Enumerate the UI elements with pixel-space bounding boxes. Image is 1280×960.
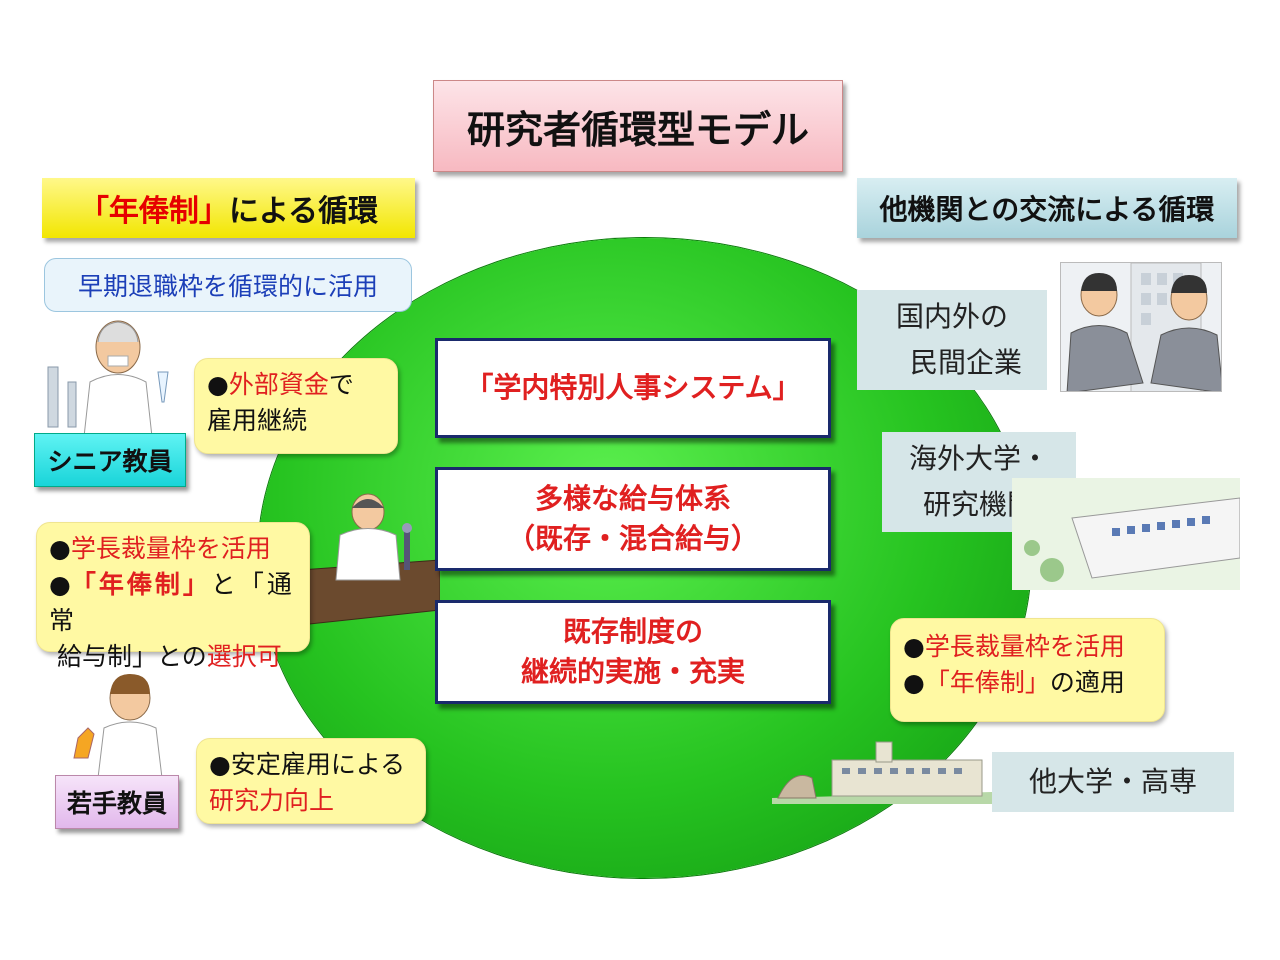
middle-selectable: 選択可 xyxy=(206,642,282,671)
diverse-salary-line1: 多様な給与体系 xyxy=(534,482,731,515)
right-callout-line1: ●学長裁量枠を活用 xyxy=(903,629,1152,665)
overseas-line1: 海外大学・ xyxy=(908,442,1049,475)
overseas-campus-illustration xyxy=(1012,478,1240,590)
private-companies-box: 国内外の 民間企業 xyxy=(857,290,1047,390)
middle-salary-system: 給与制」との xyxy=(56,642,207,671)
early-retirement-pill: 早期退職枠を循環的に活用 xyxy=(44,258,412,312)
middle-bullet-1: ● xyxy=(49,534,71,563)
other-university-illustration xyxy=(772,738,992,804)
left-header-quote: 「年俸制」 xyxy=(78,194,229,229)
researcher-desk-illustration xyxy=(300,490,440,630)
other-universities-box: 他大学・高専 xyxy=(992,752,1234,812)
young-stable-employment: 安定雇用による xyxy=(230,750,406,779)
middle-callout-line1: ●学長裁量枠を活用 xyxy=(49,531,297,567)
right-discretion-text: 学長裁量枠を活用 xyxy=(924,632,1125,661)
senior-callout-line1: ●外部資金で xyxy=(207,367,385,403)
young-callout-line1: ●安定雇用による xyxy=(209,747,413,783)
business-handshake-illustration xyxy=(1060,262,1222,392)
young-callout: ●安定雇用による 研究力向上 xyxy=(196,738,426,824)
existing-system-line2: 継続的実施・充実 xyxy=(520,655,745,688)
senior-callout-de: で xyxy=(328,370,354,399)
right-bullet-1: ● xyxy=(903,632,925,661)
left-header-rest: による循環 xyxy=(228,194,379,229)
middle-annual-salary: 「年俸制」 xyxy=(70,570,211,599)
special-personnel-system-box: 「学内特別人事システム」 xyxy=(435,338,831,438)
middle-callout-line3: 給与制」との選択可 xyxy=(49,639,297,675)
right-annual-salary: 「年俸制」 xyxy=(924,668,1050,697)
right-section-header: 他機関との交流による循環 xyxy=(857,178,1237,238)
right-apply: の適用 xyxy=(1049,668,1125,697)
senior-professor-illustration xyxy=(40,312,190,437)
right-bullet-2: ● xyxy=(903,668,925,697)
young-bullet: ● xyxy=(209,750,231,779)
middle-bullet-2: ● xyxy=(49,570,71,599)
senior-bullet: ● xyxy=(207,370,229,399)
diverse-salary-box: 多様な給与体系 （既存・混合給与） xyxy=(435,467,831,571)
senior-external-funds: 外部資金 xyxy=(228,370,329,399)
right-callout-line2: ●「年俸制」の適用 xyxy=(903,665,1152,701)
diverse-salary-line2: （既存・混合給与） xyxy=(506,522,759,555)
existing-system-box: 既存制度の 継続的実施・充実 xyxy=(435,600,831,704)
right-discretion-callout: ●学長裁量枠を活用 ●「年俸制」の適用 xyxy=(890,618,1165,722)
existing-system-line1: 既存制度の xyxy=(562,615,703,648)
page-title: 研究者循環型モデル xyxy=(433,80,843,172)
young-research-power: 研究力向上 xyxy=(209,786,335,815)
private-companies-line1: 国内外の xyxy=(895,300,1008,333)
special-personnel-system-text: 「学内特別人事システム」 xyxy=(465,371,801,404)
senior-callout: ●外部資金で 雇用継続 xyxy=(194,358,398,454)
senior-callout-line2: 雇用継続 xyxy=(207,406,308,435)
young-researcher-illustration xyxy=(68,668,178,778)
president-discretion-callout: ●学長裁量枠を活用 ●「年俸制」と「通常 給与制」との選択可 xyxy=(36,522,310,671)
middle-normal: と「通常 xyxy=(49,570,295,635)
young-faculty-tag: 若手教員 xyxy=(55,775,179,829)
senior-faculty-tag: シニア教員 xyxy=(34,433,186,487)
private-companies-line2: 民間企業 xyxy=(909,346,1022,379)
middle-discretion-text: 学長裁量枠を活用 xyxy=(70,534,271,563)
left-section-header: 「年俸制」による循環 xyxy=(42,178,415,238)
middle-callout-line2: ●「年俸制」と「通常 xyxy=(49,567,297,639)
